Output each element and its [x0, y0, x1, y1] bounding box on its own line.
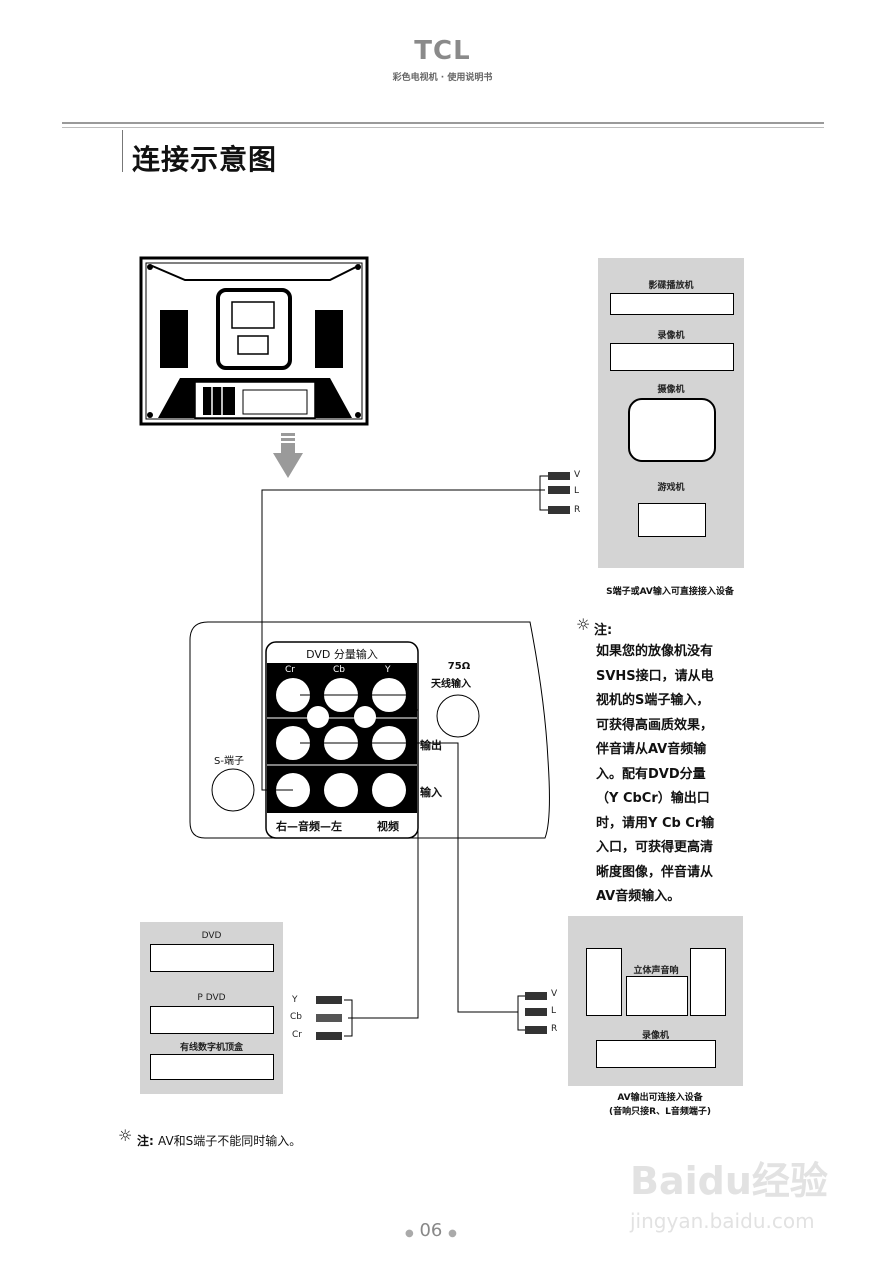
- device-label: 立体声音响: [633, 966, 679, 976]
- s-terminal-label: S-端子: [214, 756, 244, 767]
- note-line: 可获得高画质效果，: [596, 717, 714, 733]
- dvd-player-icon: [610, 293, 734, 315]
- device-label: 有线数字机顶盒: [179, 1043, 243, 1053]
- watermark-brand: Baidu经验: [630, 1159, 828, 1203]
- device-label: DVD: [201, 931, 222, 941]
- note-body: 如果您的放像机没有 SVHS接口，请从电 视机的S端子输入， 可获得高画质效果，…: [596, 640, 756, 910]
- title-bar: [122, 130, 123, 172]
- page-number: ● 06 ●: [405, 1220, 457, 1241]
- lightbulb-icon: ☼: [576, 615, 591, 634]
- vcr-icon: [610, 343, 734, 371]
- page-title: 连接示意图: [132, 143, 278, 176]
- audio-label: 右—音频—左: [276, 820, 342, 833]
- note-line: AV音频输入。: [596, 889, 681, 904]
- camcorder-icon: [628, 398, 716, 462]
- note-line: 入。配有DVD分量: [596, 766, 706, 782]
- tv-rear-illustration: [139, 256, 369, 426]
- antenna-input-label: 天线输入: [431, 679, 471, 690]
- note-line: 时，请用Y Cb Cr输: [596, 815, 715, 831]
- game-console-icon: [638, 503, 706, 537]
- jack-label-cr: Cr: [285, 665, 295, 675]
- down-arrow-icon: [273, 433, 303, 478]
- row-label-output: 输出: [420, 739, 442, 752]
- dvd-component-header: DVD 分量输入: [306, 648, 378, 661]
- header-rule: [62, 122, 824, 124]
- speaker-left-icon: [586, 948, 622, 1016]
- plug-label: R: [551, 1024, 558, 1034]
- plug-label: Y: [292, 995, 298, 1005]
- brand-subtitle: 彩色电视机 · 使用说明书: [392, 73, 493, 83]
- note-line: 伴音请从AV音频输: [596, 742, 707, 757]
- brand-logo: TCL: [414, 36, 471, 66]
- antenna-ohm-label: 75Ω: [447, 661, 471, 672]
- av-output-devices-panel: 立体声音响 录像机: [568, 916, 743, 1086]
- plug-label: V: [551, 989, 558, 999]
- plug-label: L: [551, 1006, 557, 1016]
- dvd-player-icon: [150, 944, 274, 972]
- bottom-note: 注: AV和S端子不能同时输入。: [137, 1132, 301, 1149]
- watermark-url: jingyan.baidu.com: [630, 1209, 815, 1233]
- device-label: 摄像机: [657, 385, 685, 395]
- header-rule-thin: [62, 127, 824, 128]
- row-label-input: 输入: [420, 786, 442, 799]
- video-label: 视频: [377, 820, 399, 833]
- device-label: 录像机: [641, 1031, 669, 1041]
- dvd-devices-panel: DVD P DVD 有线数字机顶盒: [140, 922, 283, 1094]
- av-plugs-top: [548, 472, 570, 514]
- note-line: 视机的S端子输入，: [596, 693, 710, 708]
- note-heading: 注:: [594, 623, 613, 638]
- source-devices-panel: 影碟播放机 录像机 摄像机 游戏机: [598, 258, 744, 568]
- bottom-note-heading: 注:: [137, 1134, 154, 1148]
- jack-label-cb: Cb: [333, 665, 345, 675]
- plug-label: Cr: [292, 1030, 302, 1040]
- component-plugs: [316, 996, 342, 1040]
- signal-wires: [261, 475, 548, 1037]
- device-label: 游戏机: [657, 483, 685, 493]
- device-label: P DVD: [197, 993, 226, 1003]
- progressive-dvd-icon: [150, 1006, 274, 1034]
- av-output-caption-1: AV输出可连接入设备: [617, 1093, 703, 1103]
- jack-label-y: Y: [385, 665, 391, 675]
- note-line: 如果您的放像机没有: [596, 644, 714, 659]
- plug-label: Cb: [290, 1012, 302, 1022]
- page-number-value: 06: [419, 1220, 443, 1241]
- device-label: 录像机: [657, 331, 685, 341]
- lightbulb-icon: ☼: [118, 1126, 133, 1145]
- set-top-box-icon: [150, 1054, 274, 1080]
- vcr-icon: [596, 1040, 716, 1068]
- note-line: （Y CbCr）输出口: [596, 791, 710, 806]
- bottom-note-text: AV和S端子不能同时输入。: [158, 1134, 302, 1148]
- source-devices-caption: S端子或AV输入可直接接入设备: [606, 587, 734, 597]
- av-output-caption-2: (音响只接R、L音频端子): [609, 1107, 711, 1117]
- note-line: SVHS接口，请从电: [596, 668, 714, 684]
- note-line: 入口，可获得更高清: [596, 840, 714, 855]
- note-line: 晰度图像，伴音请从: [596, 864, 714, 880]
- av-plugs-bottom: [525, 992, 547, 1034]
- device-label: 影碟播放机: [648, 281, 694, 291]
- plug-label: R: [574, 505, 581, 515]
- stereo-icon: [626, 976, 688, 1016]
- plug-label: L: [574, 486, 580, 496]
- speaker-right-icon: [690, 948, 726, 1016]
- tv-jack-panel: [189, 621, 550, 839]
- plug-label: V: [574, 470, 581, 480]
- watermark: Baidu经验 jingyan.baidu.com: [630, 1150, 828, 1233]
